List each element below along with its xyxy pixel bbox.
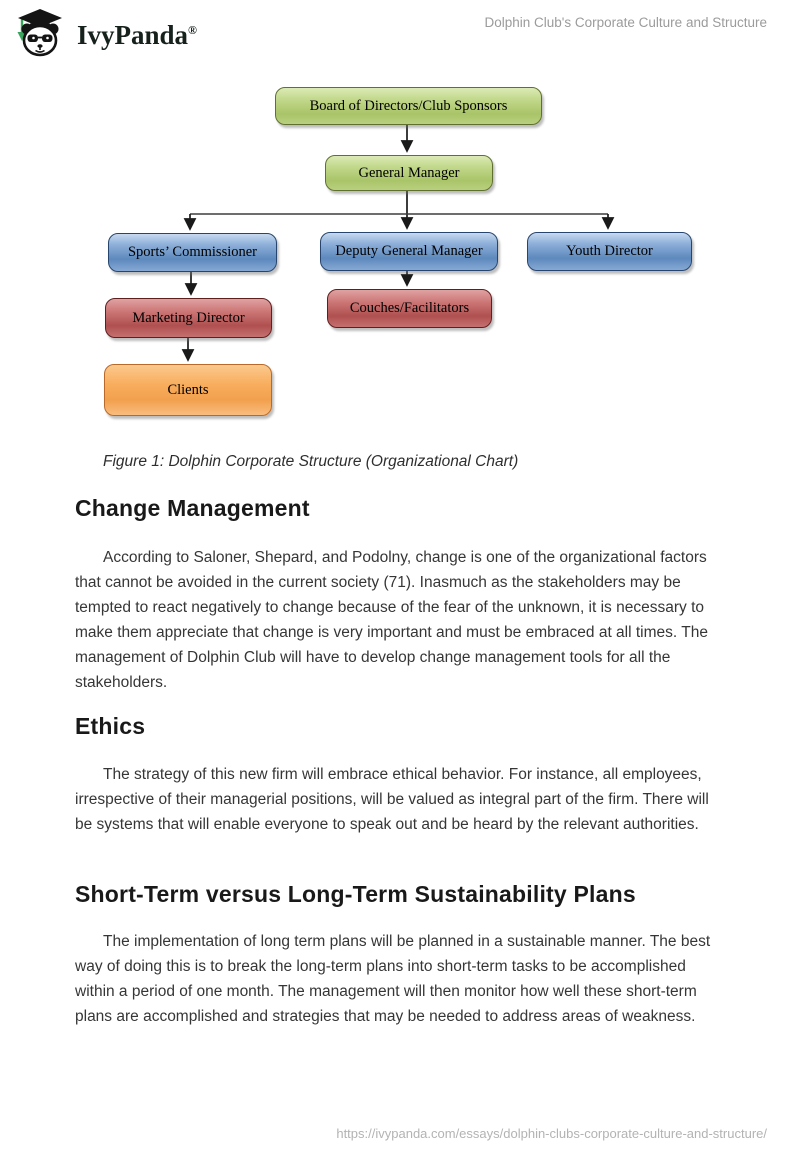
document-title: Dolphin Club's Corporate Culture and Str… bbox=[484, 15, 767, 30]
org-node-general-manager: General Manager bbox=[325, 155, 493, 191]
org-node-deputy-general-manager: Deputy General Manager bbox=[320, 232, 498, 271]
brand-name[interactable]: IvyPanda® bbox=[77, 20, 198, 50]
org-node-marketing-director: Marketing Director bbox=[105, 298, 272, 338]
org-node-board-of-directors: Board of Directors/Club Sponsors bbox=[275, 87, 542, 125]
heading-sustainability-plans: Short-Term versus Long-Term Sustainabili… bbox=[75, 881, 636, 907]
org-node-clients: Clients bbox=[104, 364, 272, 416]
ivypanda-logo-icon[interactable] bbox=[14, 7, 66, 64]
heading-change-management: Change Management bbox=[75, 495, 310, 521]
site-header: IvyPanda® bbox=[14, 7, 197, 64]
paragraph-change-management: According to Saloner, Shepard, and Podol… bbox=[75, 549, 708, 691]
registered-mark: ® bbox=[188, 23, 198, 37]
figure-caption: Figure 1: Dolphin Corporate Structure (O… bbox=[103, 453, 519, 470]
org-node-couches-facilitators: Couches/Facilitators bbox=[327, 289, 492, 328]
paragraph-ethics: The strategy of this new firm will embra… bbox=[75, 766, 709, 833]
org-node-sports-commissioner: Sports’ Commissioner bbox=[108, 233, 277, 272]
org-chart-connectors bbox=[181, 123, 615, 362]
org-node-youth-director: Youth Director bbox=[527, 232, 692, 271]
source-url[interactable]: https://ivypanda.com/essays/dolphin-club… bbox=[336, 1126, 767, 1141]
heading-ethics: Ethics bbox=[75, 713, 146, 739]
org-chart-figure: Board of Directors/Club Sponsors General… bbox=[0, 75, 800, 455]
paragraph-sustainability-plans: The implementation of long term plans wi… bbox=[75, 933, 711, 1025]
